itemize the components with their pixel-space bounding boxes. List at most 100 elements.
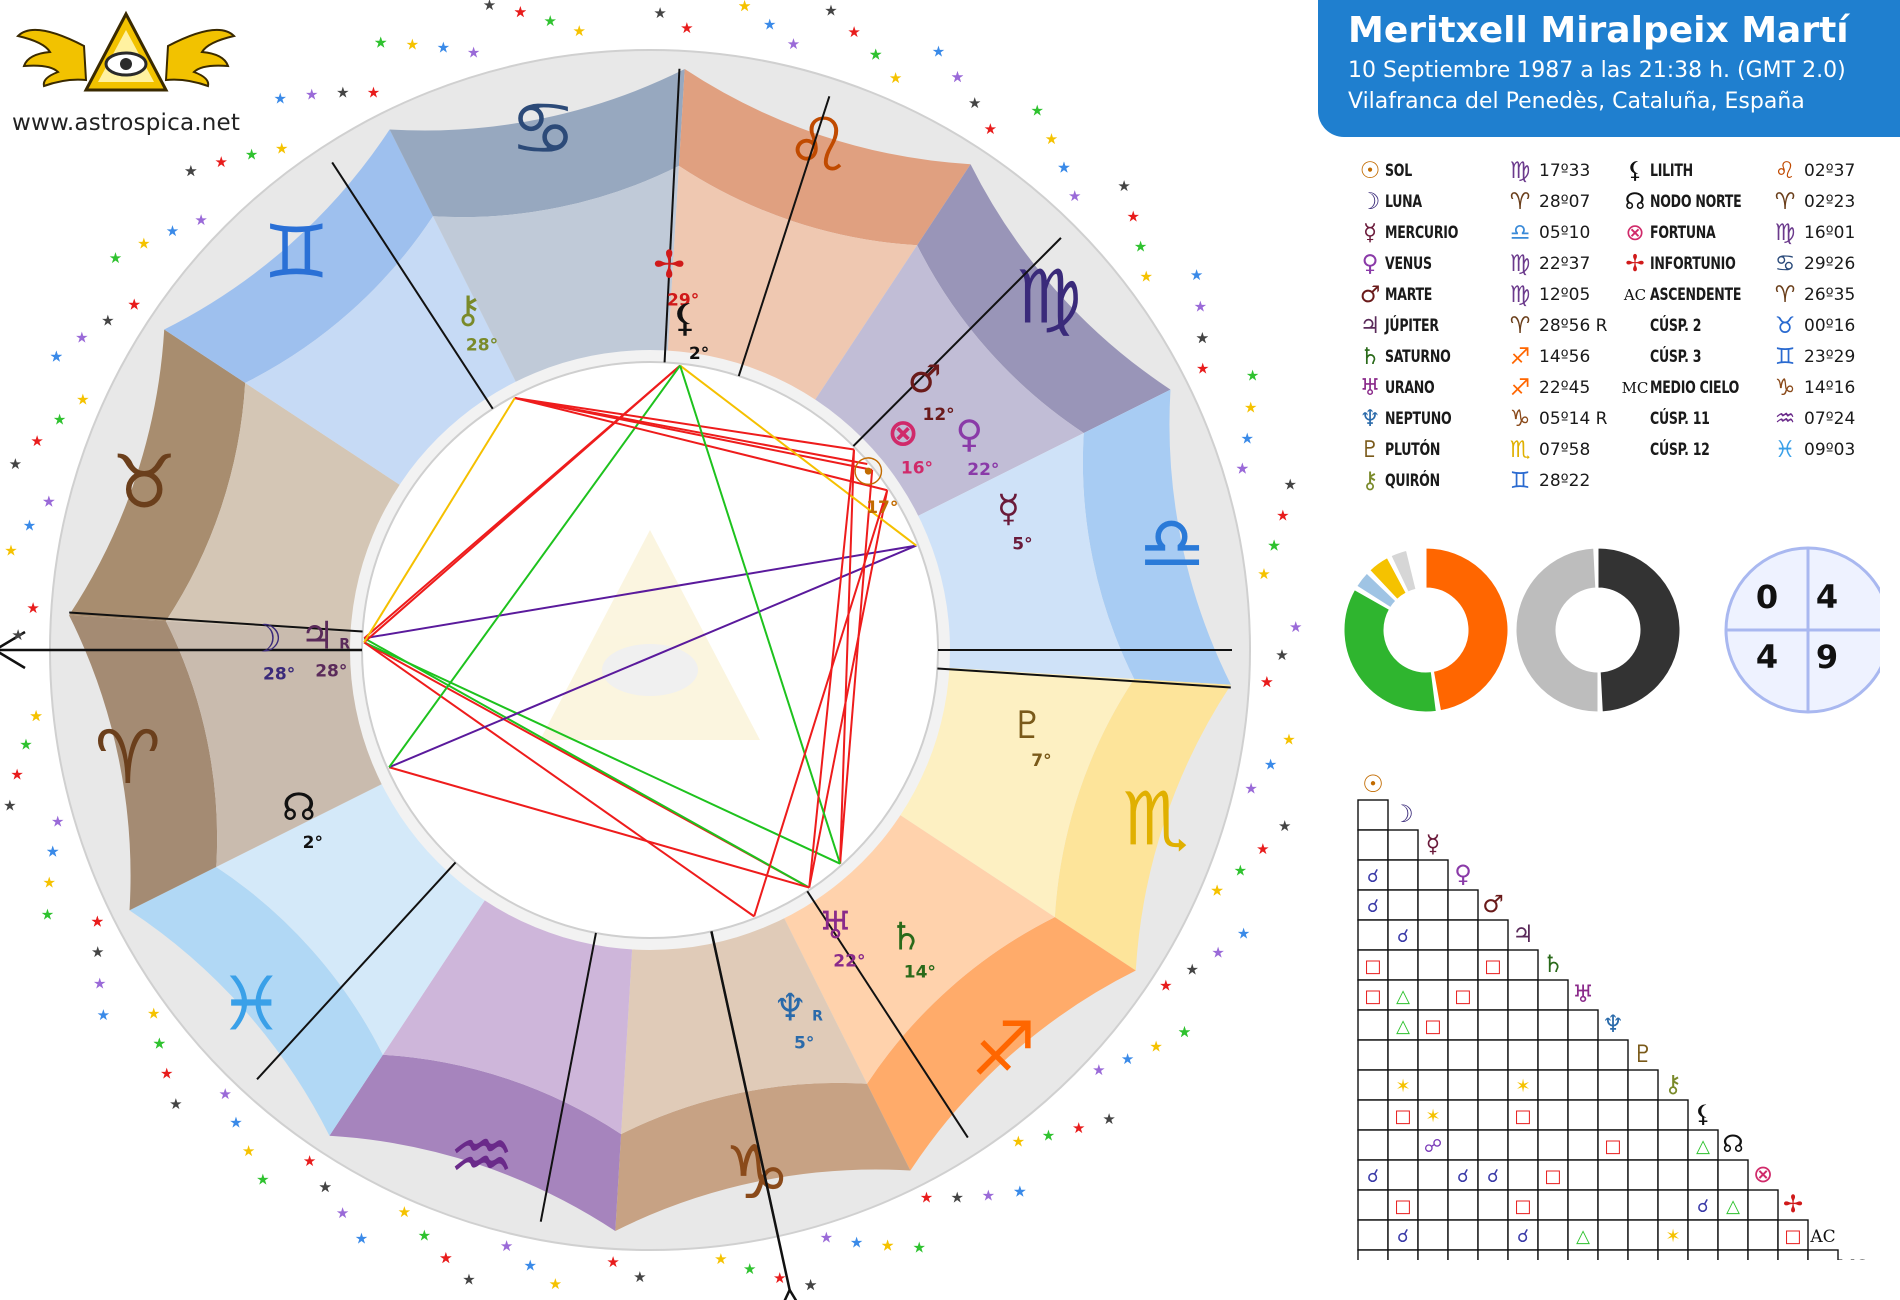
aspect-mark-icon: ✶ <box>1515 1076 1530 1097</box>
legend-value: 02º37 <box>1804 161 1856 181</box>
aspect-line <box>363 641 755 918</box>
aspect-grid-cell <box>1417 919 1449 951</box>
sign-icon: ♊ <box>1774 344 1796 370</box>
mars-icon: ♂ <box>1359 282 1381 308</box>
aspect-grid-cell <box>1357 1099 1389 1131</box>
watermark-triangle <box>540 530 760 740</box>
planet-degree-label: 2° <box>303 833 323 853</box>
aspect-grid-cell <box>1477 1219 1509 1251</box>
star-icon: ★ <box>1013 1183 1026 1201</box>
star-icon: ★ <box>869 46 882 64</box>
star-icon: ★ <box>46 843 59 861</box>
aspect-mark-icon: ✶ <box>1395 1076 1410 1097</box>
aspect-grid-cell <box>1627 1219 1659 1251</box>
star-icon: ★ <box>951 68 964 86</box>
star-icon: ★ <box>153 1034 166 1052</box>
taurus-sign-icon: ♉ <box>111 440 177 526</box>
legend-row: ☉SOL♍17º33 <box>1355 156 1591 186</box>
star-icon: ★ <box>242 1142 255 1160</box>
star-icon: ★ <box>147 1004 160 1022</box>
star-icon: ★ <box>881 1237 894 1255</box>
star-icon: ★ <box>153 1034 166 1052</box>
star-icon: ★ <box>606 1253 619 1271</box>
star-icon: ★ <box>336 84 349 102</box>
house-band-aries <box>165 621 383 868</box>
sign-icon: ♏ <box>1509 437 1531 463</box>
aspect-grid-header-icon: ♅ <box>1572 980 1594 1008</box>
aspect-grid-cell <box>1747 1249 1779 1260</box>
star-icon: ★ <box>524 1257 537 1275</box>
sign-icon: ♈ <box>1774 282 1796 308</box>
planet-positions-legend: ☉SOL♍17º33☽LUNA♈28º07☿MERCURIO♎05º10♀VEN… <box>1355 156 1875 496</box>
infortune-icon: ✢ <box>1625 251 1645 277</box>
mars-icon: ♂ <box>908 357 942 401</box>
aspect-grid-cell <box>1567 1189 1599 1221</box>
legend-row: ♂MARTE♍12º05 <box>1355 280 1591 310</box>
sign-band-scorpio <box>1054 678 1231 971</box>
star-icon: ★ <box>1134 238 1147 256</box>
aspect-grid-cell <box>1387 859 1419 891</box>
aspect-mark-icon: □ <box>1424 1016 1441 1037</box>
aspect-mark-icon: □ <box>1484 956 1501 977</box>
star-icon: ★ <box>184 162 197 180</box>
sign-band-aries <box>69 615 218 911</box>
cancer-sign-icon: ♋ <box>510 86 576 172</box>
star-icon: ★ <box>256 1170 269 1188</box>
north-node-icon: ☊ <box>282 785 316 829</box>
star-icon: ★ <box>97 1006 110 1024</box>
star-icon: ★ <box>336 1204 349 1222</box>
star-icon: ★ <box>51 812 64 830</box>
aspect-grid-cell <box>1447 1159 1479 1191</box>
star-icon: ★ <box>41 905 54 923</box>
aspect-line <box>753 489 889 917</box>
aries-sign-icon: ♈ <box>95 715 161 801</box>
star-icon: ★ <box>804 1276 817 1294</box>
aspect-grid-cell <box>1477 1249 1509 1260</box>
aspect-line <box>679 364 917 547</box>
sign-band-cancer <box>389 69 685 218</box>
star-icon: ★ <box>1278 817 1291 835</box>
aspect-grid-cell <box>1447 1099 1479 1131</box>
aspect-mark-icon: □ <box>1394 1196 1411 1217</box>
uranus-icon: ♅ <box>1359 375 1381 401</box>
aspect-grid-cell <box>1747 1219 1779 1251</box>
aspect-line <box>839 469 874 864</box>
star-icon: ★ <box>633 1268 646 1286</box>
element-chart-segment <box>1356 572 1397 609</box>
legend-label: FORTUNA <box>1650 223 1716 243</box>
aspect-grid-cell <box>1387 829 1419 861</box>
star-icon: ★ <box>1178 1023 1191 1041</box>
legend-row: ⚷QUIRÓN♊28º22 <box>1355 466 1591 496</box>
aspect-grid-cell <box>1597 1069 1629 1101</box>
star-icon: ★ <box>319 1178 332 1196</box>
aspect-grid-cell <box>1627 1249 1659 1260</box>
legend-row: ☊NODO NORTE♈02º23 <box>1620 187 1856 217</box>
star-icon: ★ <box>229 1114 242 1132</box>
star-icon: ★ <box>1196 329 1209 347</box>
planet-degree-label: 5° <box>1012 534 1032 554</box>
sign-icon: ♍ <box>1509 282 1531 308</box>
star-icon: ★ <box>881 1237 894 1255</box>
legend-label: LUNA <box>1385 192 1422 212</box>
star-icon: ★ <box>1149 1037 1162 1055</box>
retrograde-mark: R <box>812 1009 823 1025</box>
house-band-sagittarius <box>784 815 1055 1084</box>
star-icon: ★ <box>160 1065 173 1083</box>
aspect-grid-header-icon: ♃ <box>1512 920 1534 948</box>
aspect-grid-cell <box>1747 1189 1779 1221</box>
fortune-icon: ⊗ <box>887 410 919 454</box>
aspect-grid-cell <box>1357 1159 1389 1191</box>
star-icon: ★ <box>1234 862 1247 880</box>
aspect-mark-icon: ☌ <box>1517 1226 1529 1247</box>
winged-eye-logo-icon <box>16 10 236 92</box>
star-icon: ★ <box>367 83 380 101</box>
star-icon: ★ <box>950 1188 963 1206</box>
aspect-mark-icon: △ <box>1366 1256 1380 1260</box>
aspect-grid-cell <box>1417 1039 1449 1071</box>
legend-value: 14º16 <box>1804 378 1856 398</box>
legend-value: 22º45 <box>1539 378 1591 398</box>
star-icon: ★ <box>680 19 693 37</box>
star-icon: ★ <box>1045 130 1058 148</box>
star-icon: ★ <box>1127 207 1140 225</box>
site-url[interactable]: www.astrospica.net <box>12 110 241 136</box>
